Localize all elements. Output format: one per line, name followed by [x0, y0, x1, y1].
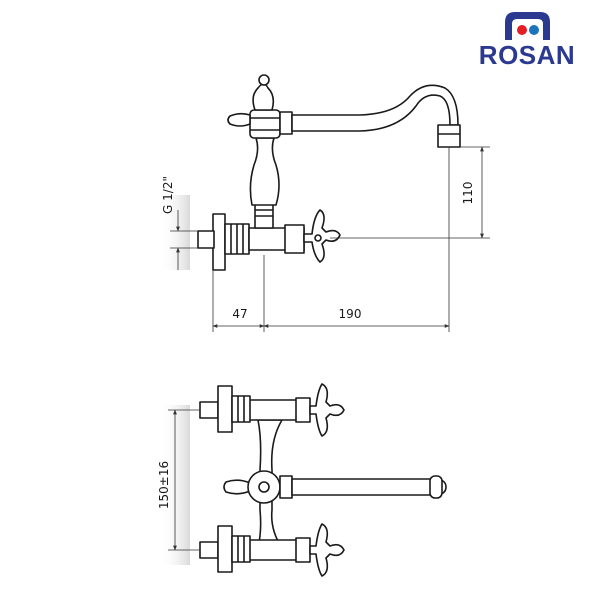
- top-knob-icon: [252, 83, 275, 111]
- wall-shade-side: [160, 195, 190, 270]
- spout-arm: [291, 84, 459, 132]
- spout-aerator: [437, 124, 461, 148]
- dim-thread-label: G 1/2": [161, 176, 175, 214]
- logo-blue-dot-icon: [529, 25, 539, 35]
- front-view-dimensions: [168, 409, 200, 551]
- logo-red-dot-icon: [517, 25, 527, 35]
- rosan-logo: ROSAN: [479, 12, 575, 70]
- hub-lever-icon: [223, 479, 251, 495]
- dim-spacing-label: 150±16: [157, 461, 171, 509]
- side-view-dimensions: [170, 146, 490, 332]
- dim-wall-offset-label: 47: [232, 307, 247, 321]
- bottom-flange: [217, 525, 233, 573]
- front-spout-arm: [291, 478, 447, 496]
- logo-arch-icon: [505, 12, 550, 40]
- spout-baluster: [249, 137, 280, 206]
- dim-height-label: 110: [461, 182, 475, 205]
- valve-cap-side: [284, 224, 305, 254]
- logo-brand-text: ROSAN: [479, 40, 575, 70]
- side-view: [160, 74, 461, 271]
- top-cross-handle-icon: [309, 383, 345, 437]
- front-view: [160, 383, 447, 577]
- top-bar: [247, 399, 301, 421]
- cross-handle-side-icon: [303, 209, 341, 263]
- side-lever-icon: [227, 112, 251, 127]
- bottom-cross-handle-icon: [309, 523, 345, 577]
- dim-reach-label: 190: [339, 307, 362, 321]
- bottom-bar: [247, 539, 301, 561]
- top-flange: [217, 385, 233, 433]
- eccentric-connector: [197, 230, 215, 249]
